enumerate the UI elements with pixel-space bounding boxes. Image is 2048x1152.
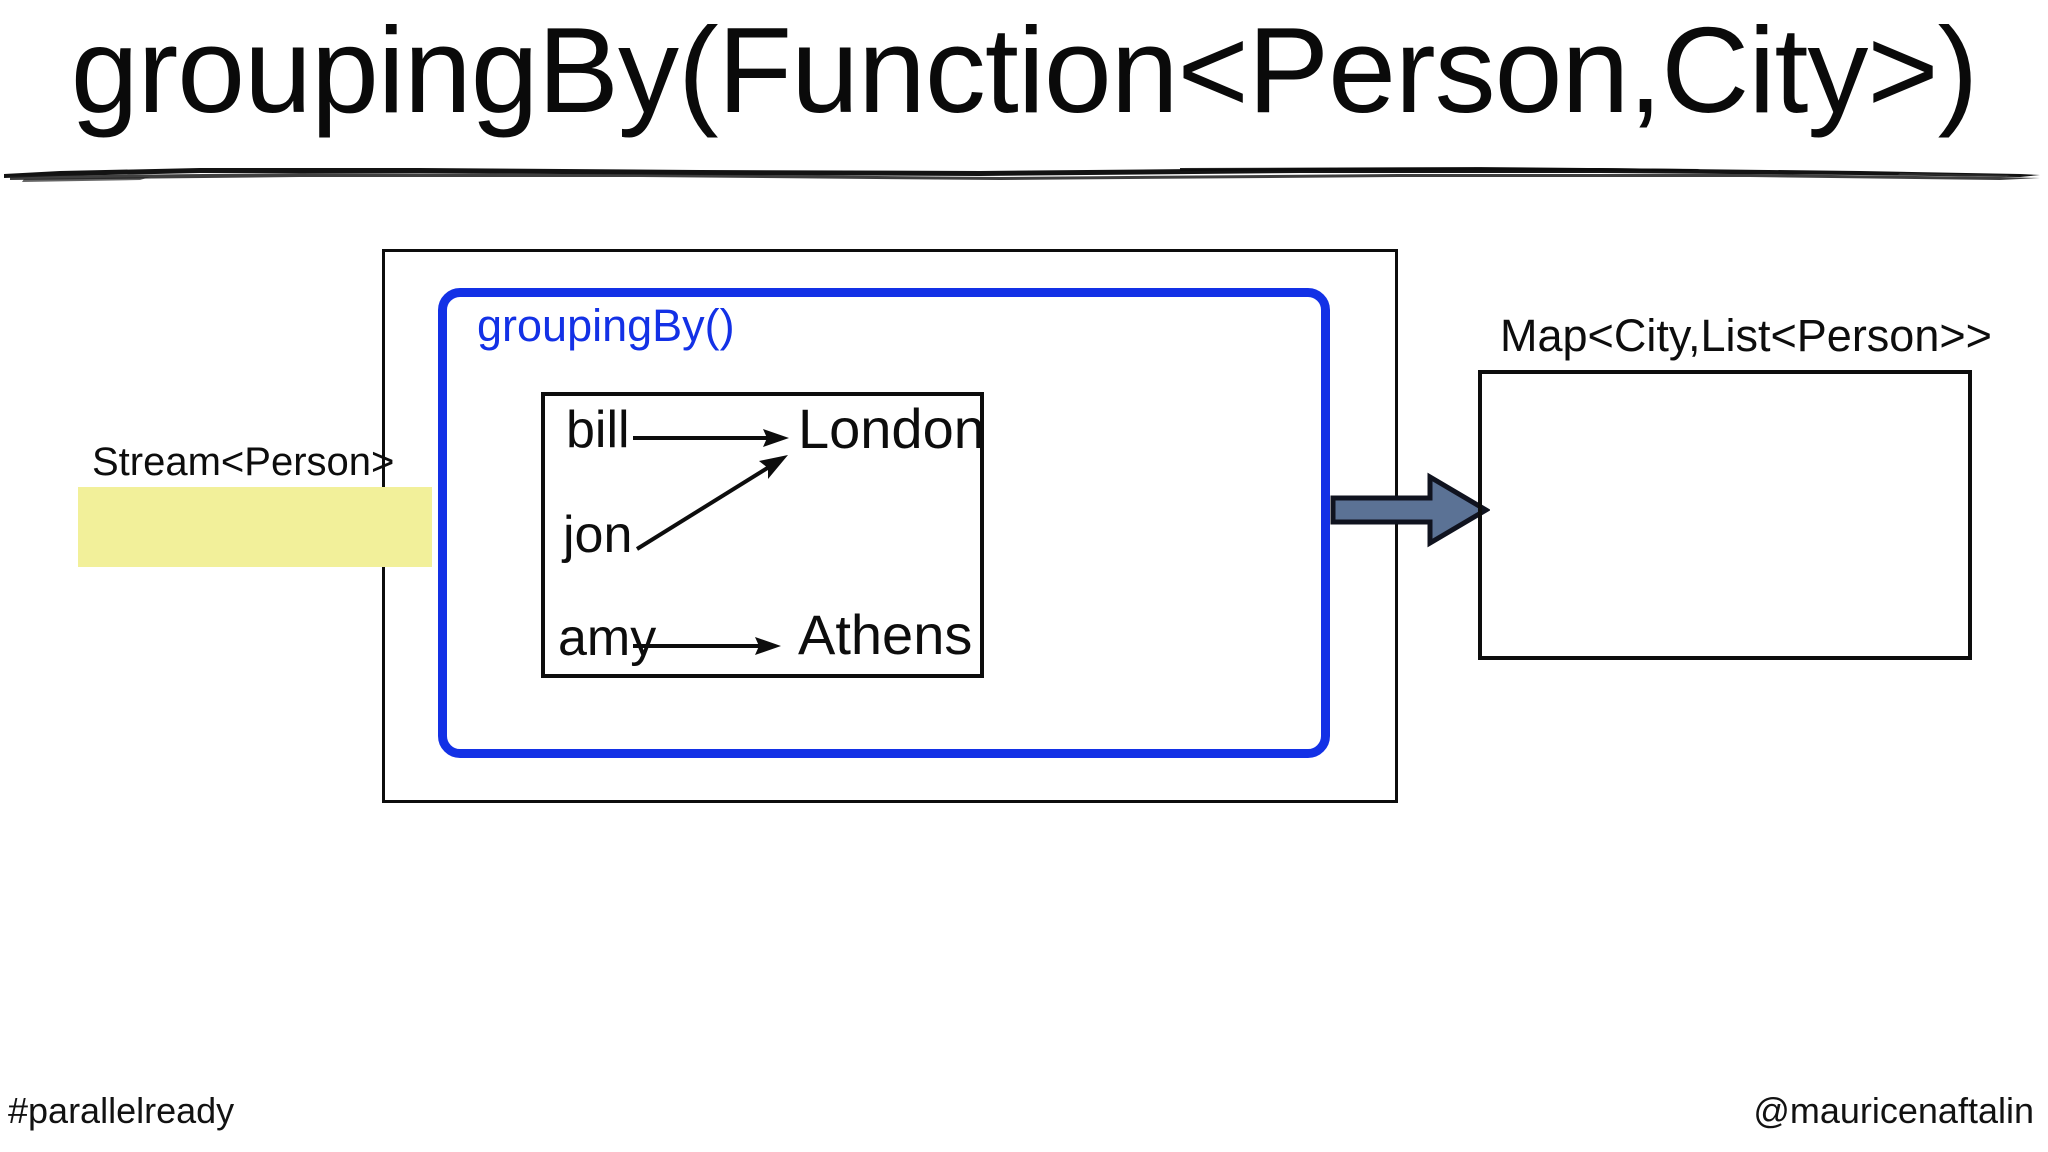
output-map-label: Map<City,List<Person>> — [1500, 310, 1992, 361]
footer-hashtag: #parallelready — [8, 1090, 235, 1131]
groupingby-stage-box — [438, 288, 1330, 758]
mapping-name-bill: bill — [566, 401, 630, 459]
groupingby-stage-label: groupingBy() — [477, 300, 735, 351]
stream-input-label: Stream<Person> — [92, 440, 395, 484]
output-map-box — [1478, 370, 1972, 660]
mapping-name-amy: amy — [558, 609, 657, 667]
mapping-city-athens: Athens — [798, 603, 973, 666]
stream-input-bar — [78, 487, 432, 567]
mapping-city-london: London — [798, 397, 985, 460]
footer-twitter-handle: @mauricenaftalin — [1753, 1090, 2034, 1131]
output-block-arrow — [1330, 472, 1490, 548]
mapping-name-jon: jon — [563, 506, 633, 564]
classifier-mapping-box — [541, 392, 984, 678]
title-brush-rule — [4, 167, 2040, 182]
page-title: groupingBy(Function<Person,City>) — [70, 2, 1978, 138]
